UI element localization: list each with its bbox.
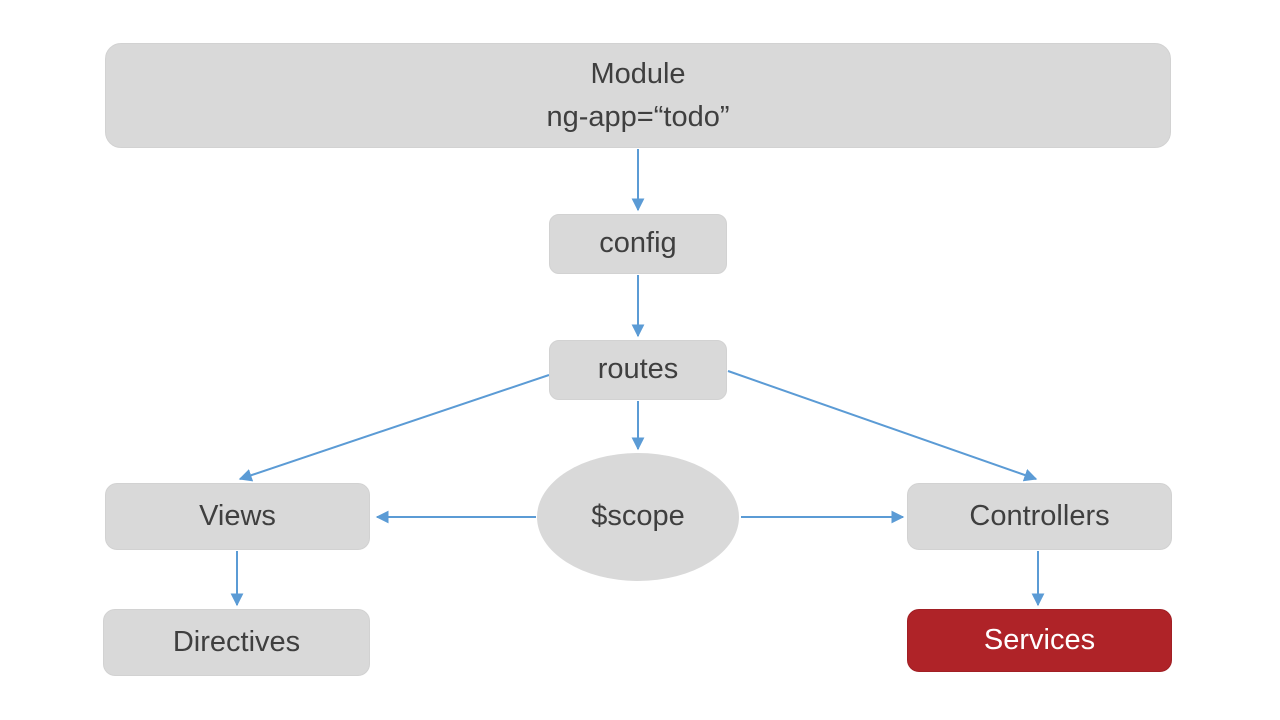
node-config: config bbox=[549, 214, 727, 274]
node-services-label: Services bbox=[983, 623, 1096, 656]
node-directives: Directives bbox=[103, 609, 370, 676]
node-controllers-label: Controllers bbox=[969, 499, 1110, 532]
node-config-label: config bbox=[599, 227, 677, 260]
node-module-title: Module bbox=[590, 58, 686, 91]
node-services: Services bbox=[907, 609, 1172, 672]
edge-routes-to-controllers bbox=[727, 370, 1038, 482]
node-module-subtitle: ng-app=“todo” bbox=[546, 100, 730, 133]
node-directives-label: Directives bbox=[172, 625, 301, 658]
node-scope-label: $scope bbox=[591, 500, 685, 533]
node-routes-label: routes bbox=[597, 353, 679, 386]
edge-routes-to-views bbox=[238, 374, 550, 482]
node-views-label: Views bbox=[199, 499, 276, 532]
node-views: Views bbox=[105, 483, 370, 550]
node-controllers: Controllers bbox=[907, 483, 1172, 550]
node-module: Module ng-app=“todo” bbox=[105, 43, 1171, 148]
node-scope-ellipse: $scope bbox=[537, 453, 739, 581]
node-routes: routes bbox=[549, 340, 727, 400]
